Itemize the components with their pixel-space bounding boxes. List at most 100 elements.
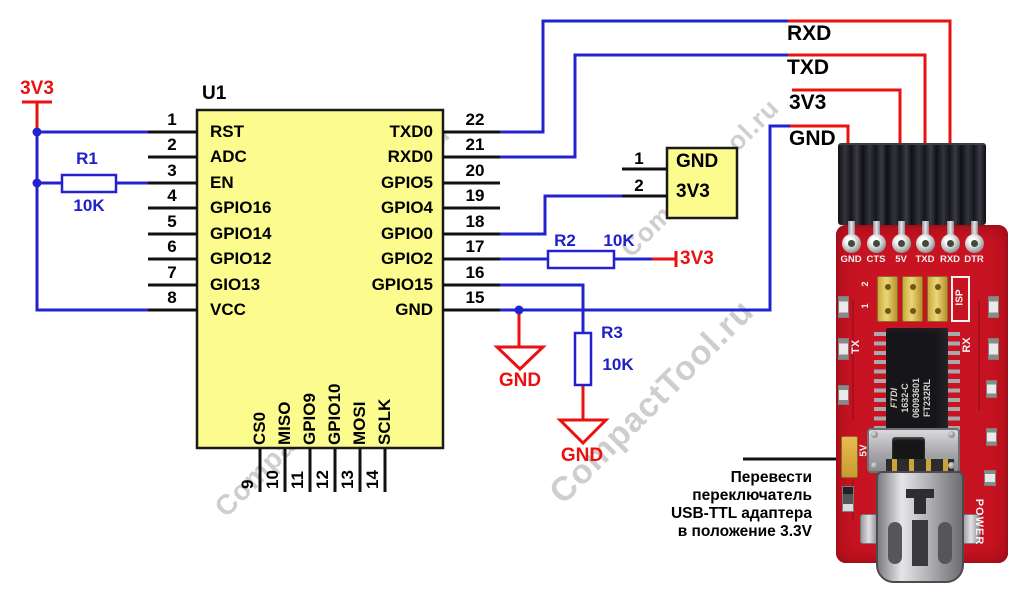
silkscreen-label: CTS bbox=[866, 254, 886, 265]
smd-component bbox=[988, 296, 999, 318]
header-pin bbox=[873, 221, 880, 241]
header-pin bbox=[848, 221, 855, 241]
pin-name: RST bbox=[210, 122, 244, 141]
power-rail-symbol bbox=[22, 100, 52, 130]
pin-number: 5 bbox=[167, 212, 177, 231]
net-label-gnd: GND bbox=[789, 127, 836, 150]
pcb-trace bbox=[852, 300, 854, 420]
usb-window bbox=[912, 520, 928, 566]
chip-marking-line: FTDI bbox=[889, 388, 899, 408]
usb-slot bbox=[906, 489, 934, 498]
resistor-value: 10K bbox=[73, 196, 105, 215]
pin-name: GPIO16 bbox=[210, 198, 272, 217]
rx-label: RX bbox=[961, 337, 973, 353]
pin-number: 1 bbox=[167, 110, 177, 129]
net-label-3v3: 3V3 bbox=[789, 91, 827, 114]
power-silkscreen-label: POWER bbox=[973, 498, 985, 546]
resistor-refdes: R1 bbox=[76, 149, 98, 168]
usb-groove bbox=[938, 522, 952, 564]
silkscreen-label: RXD bbox=[939, 254, 961, 265]
pin-name: ADC bbox=[210, 147, 247, 166]
annotation-text: Перевести переключатель USB-TTL адаптера… bbox=[590, 469, 812, 541]
net-label-txd: TXD bbox=[787, 56, 829, 79]
pin-name: GPIO2 bbox=[381, 249, 433, 268]
pin-number: 12 bbox=[313, 470, 332, 489]
pin-number: 1 bbox=[634, 149, 644, 168]
switch-screw bbox=[871, 431, 878, 438]
connector-pin-name: 3V3 bbox=[676, 181, 710, 202]
annotation-line: переключатель bbox=[692, 487, 812, 504]
tantalum-capacitor bbox=[841, 436, 858, 478]
smd-component bbox=[984, 470, 996, 486]
solder-pad bbox=[867, 234, 886, 253]
silkscreen-label: TXD bbox=[915, 254, 935, 265]
smd-component bbox=[988, 338, 999, 360]
smd-component bbox=[838, 296, 849, 318]
pin-number: 4 bbox=[167, 186, 177, 205]
isp-jumper bbox=[902, 276, 923, 322]
jumper-row-label: 2 bbox=[860, 281, 870, 287]
pin-name: GIO13 bbox=[210, 275, 261, 294]
pcb-trace bbox=[978, 300, 980, 410]
pin-number: 18 bbox=[465, 212, 485, 231]
isp-jumper bbox=[877, 276, 898, 322]
pin-name: GPIO12 bbox=[210, 249, 272, 268]
pin-number: 21 bbox=[465, 135, 485, 154]
header-pin bbox=[922, 221, 929, 241]
pin-number: 9 bbox=[238, 479, 257, 489]
pin-number: 22 bbox=[465, 110, 485, 129]
annotation-line: в положение 3.3V bbox=[677, 523, 812, 540]
pin-number: 15 bbox=[465, 288, 485, 307]
header-pin bbox=[898, 221, 905, 241]
resistor-value: 10K bbox=[603, 231, 635, 250]
header-pin bbox=[971, 221, 978, 241]
pin-name: GPIO4 bbox=[381, 198, 433, 217]
header-pin bbox=[947, 221, 954, 241]
ic-refdes: U1 bbox=[202, 83, 227, 104]
pin-name: EN bbox=[210, 173, 234, 192]
solder-pad bbox=[965, 234, 984, 253]
net-label-rxd: RXD bbox=[787, 22, 832, 45]
isp-jumper bbox=[927, 276, 948, 322]
jumper-row-label: 1 bbox=[860, 303, 870, 309]
chip-marking-line: 06093601 bbox=[911, 377, 921, 419]
silkscreen-label: GND bbox=[840, 254, 862, 265]
pin-number: 3 bbox=[167, 161, 177, 180]
gnd-symbol bbox=[556, 385, 610, 446]
pin-number: 2 bbox=[634, 176, 644, 195]
usb-slot bbox=[914, 498, 926, 514]
pin-name: GPIO5 bbox=[381, 173, 433, 192]
silkscreen-label: DTR bbox=[964, 254, 984, 265]
junction-dots bbox=[32, 127, 524, 315]
power-label-3v3: 3V3 bbox=[680, 248, 714, 269]
pin-name: GPIO9 bbox=[300, 393, 319, 445]
female-header-connector bbox=[838, 143, 986, 225]
wires-blue bbox=[35, 19, 791, 333]
pin-name: MISO bbox=[275, 401, 294, 445]
power-label-3v3: 3V3 bbox=[20, 78, 54, 99]
pin-number: 10 bbox=[263, 470, 282, 489]
pin-number: 14 bbox=[363, 470, 382, 489]
usb-solder-pins bbox=[886, 459, 954, 472]
pin-number: 6 bbox=[167, 237, 177, 256]
gnd-label: GND bbox=[560, 445, 604, 466]
ic-body bbox=[195, 108, 739, 450]
silkscreen-label: 5V bbox=[895, 254, 907, 265]
resistor-refdes: R3 bbox=[601, 323, 623, 342]
solder-pad bbox=[842, 234, 861, 253]
smd-component bbox=[986, 380, 997, 398]
tx-label: TX bbox=[850, 339, 862, 355]
solder-pad bbox=[916, 234, 935, 253]
pin-number: 2 bbox=[167, 135, 177, 154]
pin-name: GPIO14 bbox=[210, 224, 272, 243]
smd-component bbox=[838, 338, 849, 360]
resistor-refdes: R2 bbox=[554, 231, 576, 250]
annotation-line: Перевести bbox=[730, 469, 812, 486]
isp-label: ISP bbox=[954, 289, 966, 306]
gnd-label: GND bbox=[498, 370, 542, 391]
pin-number: 16 bbox=[465, 263, 485, 282]
ftdi-chip-marking: FTDI 1632-C 06093601 FT232RL bbox=[889, 333, 945, 463]
pin-name: SCLK bbox=[375, 398, 394, 445]
